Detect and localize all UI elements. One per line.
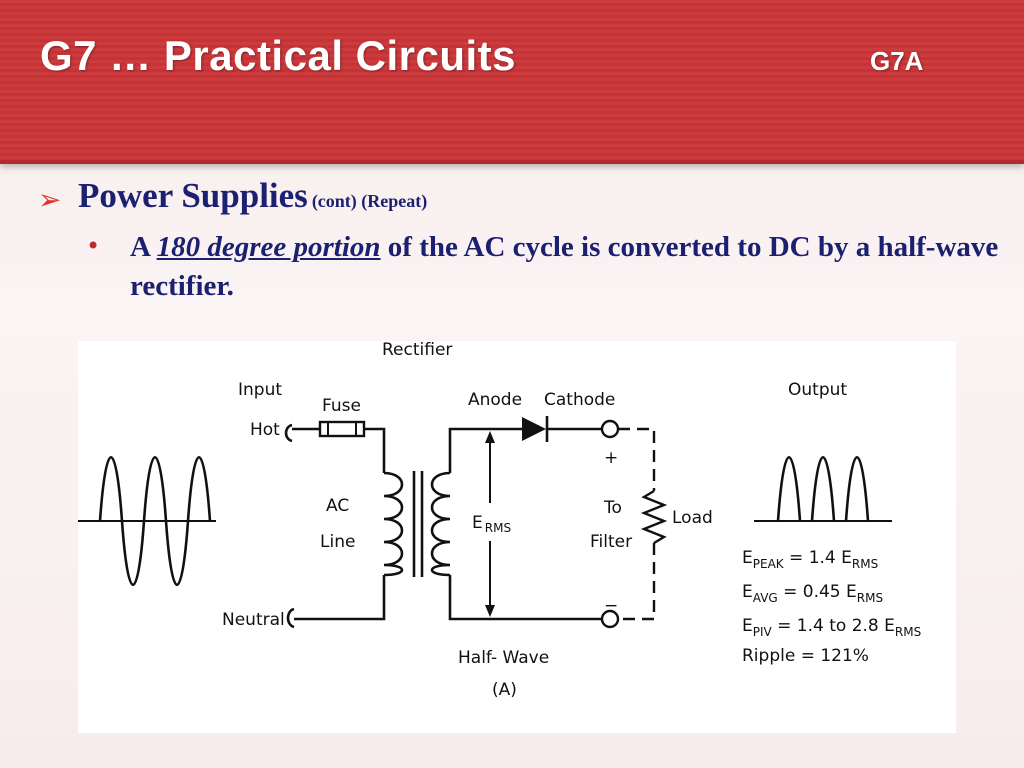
neutral-terminal-bracket [286,607,295,629]
transformer-secondary-coil [430,471,451,577]
diode-icon [522,417,546,441]
heading-note: (cont) (Repeat) [311,191,428,211]
fuse-icon [318,420,366,438]
heading: Power Supplies(cont) (Repeat) [78,176,427,216]
secondary-bottom-wire [448,575,602,621]
erms-arrowhead-down [485,605,495,617]
input-label: Input [238,380,282,400]
output-half-wave [776,455,870,522]
eq-avg: EAVG = 0.45 ERMS [742,582,883,605]
eq-ripple: Ripple = 121% [742,646,869,666]
bullet-suffix: of the AC cycle is converted to DC by a … [130,231,999,302]
title-banner: G7 … Practical Circuits G7A [0,0,1024,164]
output-label: Output [788,380,847,400]
load-dashed-top [618,427,656,491]
bullet-text: A 180 degree portion of the AC cycle is … [130,228,1000,306]
plus-label: + [604,448,618,468]
slide-title: G7 … Practical Circuits [40,32,517,79]
transformer-primary-coil [383,471,404,577]
hot-label: Hot [250,420,280,440]
erms-arrowhead-up [485,431,495,443]
bullet-dot-icon: • [86,232,101,260]
neutral-label: Neutral [222,610,285,630]
bullet-prefix: A [130,231,157,263]
cathode-label: Cathode [544,390,615,410]
primary-top-wire [364,427,386,473]
minus-label: − [604,596,618,616]
half-wave-label: Half- Wave [458,648,549,668]
ac-label: AC [326,496,349,516]
heading-text: Power Supplies [78,176,308,215]
positive-terminal-icon [600,419,620,439]
load-resistor-icon [640,489,668,545]
input-sine-wave [98,455,212,587]
filter-label: Filter [590,532,632,552]
anode-label: Anode [468,390,522,410]
section-code: G7A [870,46,924,76]
eq-peak: EPEAK = 1.4 ERMS [742,548,878,571]
line-label: Line [320,532,355,552]
fuse-label: Fuse [322,396,361,416]
secondary-top-wire [448,427,522,473]
circuit-svg: Rectifier Input Output Fuse Hot Anode Ca… [78,341,921,700]
primary-bottom-wire [294,575,386,621]
load-dashed-bottom [618,543,656,621]
bullet-emphasis: 180 degree portion [156,231,381,263]
rectifier-diagram: Rectifier Input Output Fuse Hot Anode Ca… [78,341,956,733]
figure-label: (A) [492,680,517,700]
negative-terminal-icon [600,609,620,629]
to-label: To [603,498,622,518]
load-label: Load [672,508,713,528]
hot-terminal-bracket [284,423,293,443]
bullet-arrow-icon: ➢ [38,183,62,216]
rectifier-label: Rectifier [382,341,452,360]
eq-piv: EPIV = 1.4 to 2.8 ERMS [742,616,921,639]
